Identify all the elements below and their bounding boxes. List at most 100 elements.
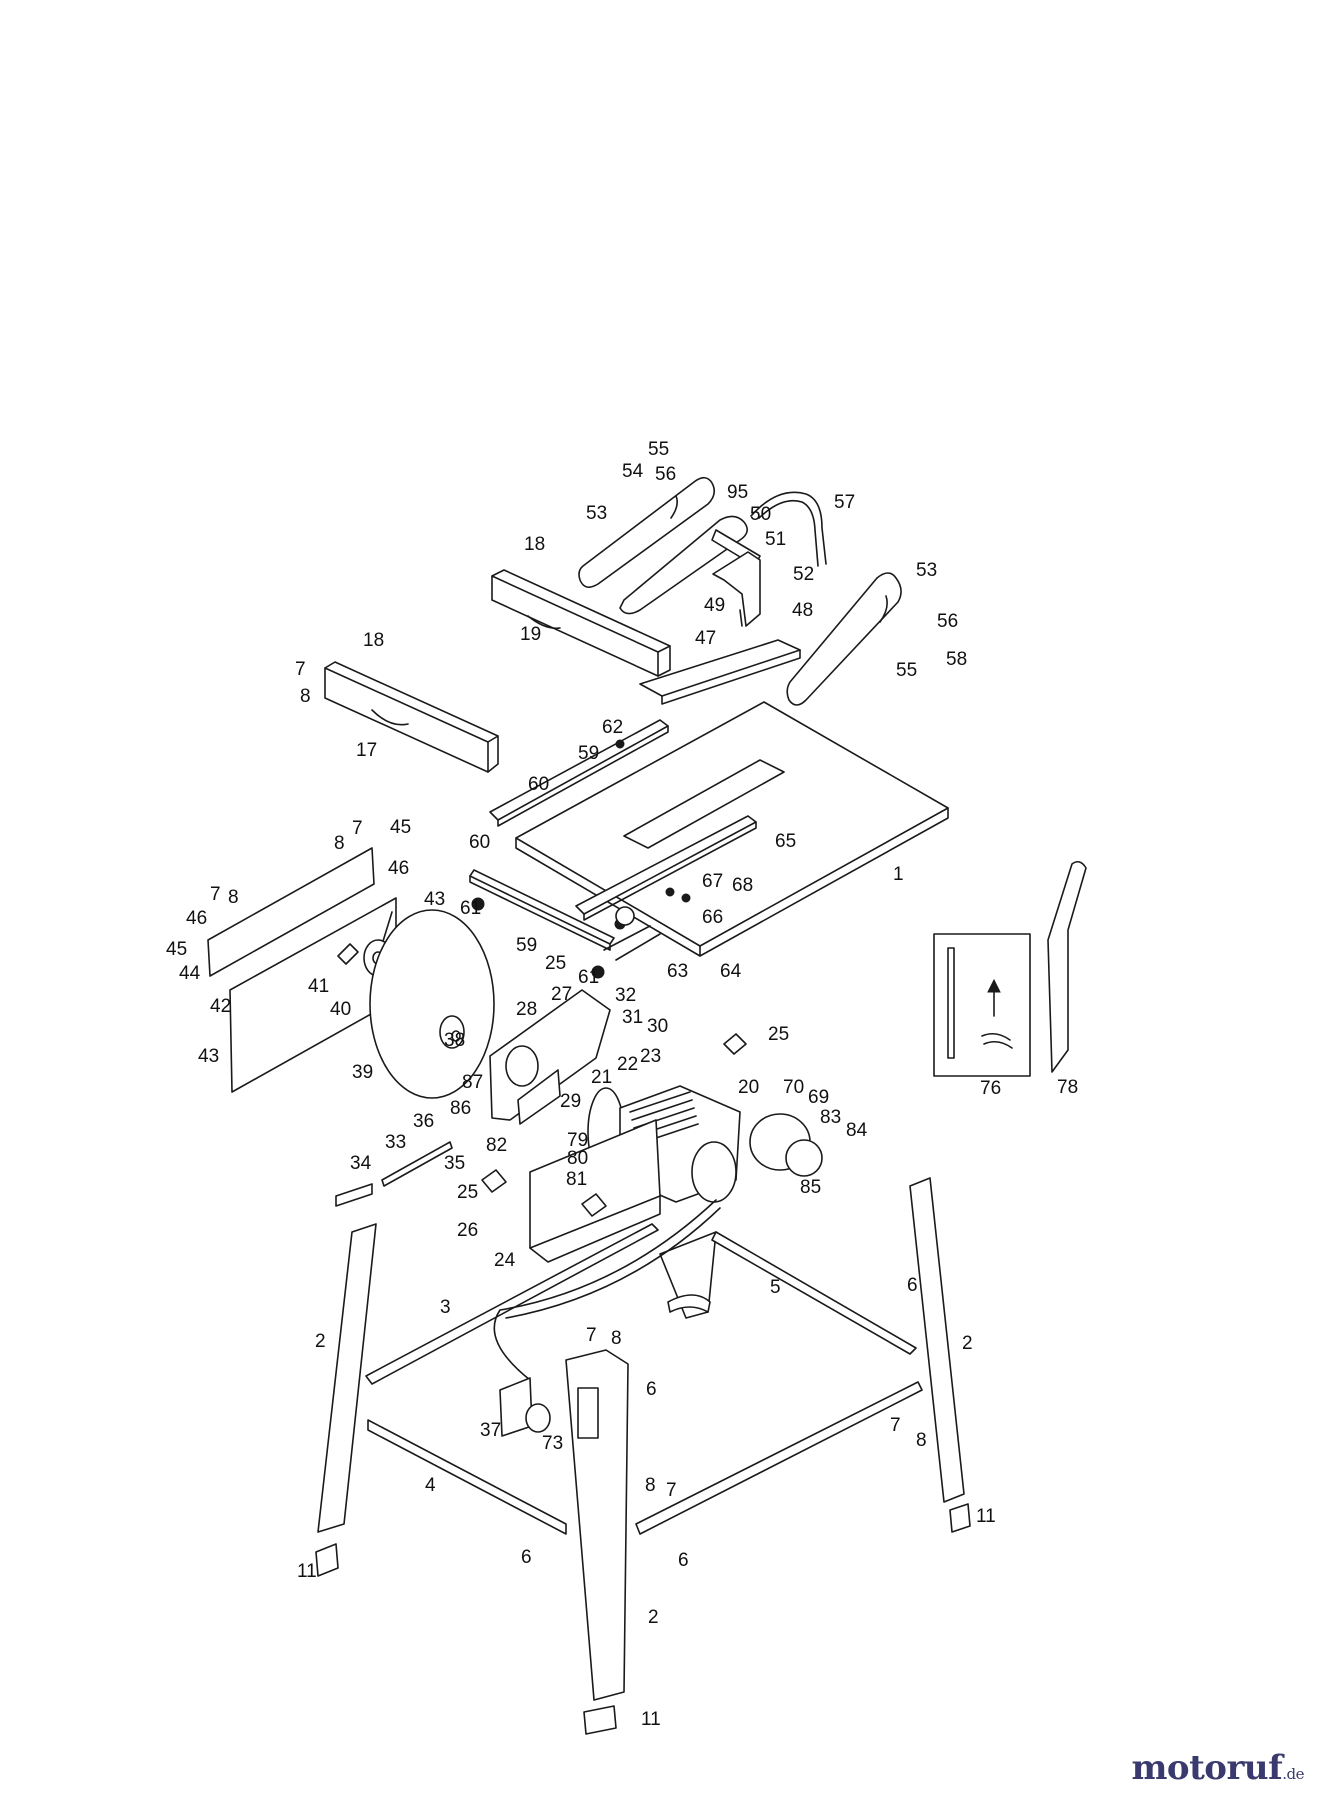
part-label-l3: 3 [440, 1297, 451, 1318]
part-label-l25b: 25 [768, 1024, 789, 1045]
part-label-l11a: 11 [976, 1506, 996, 1527]
part-label-l61b: 61 [578, 967, 599, 988]
part-label-l20: 20 [738, 1077, 759, 1098]
part-label-l53a: 53 [586, 503, 607, 524]
part-label-l6c: 6 [521, 1547, 532, 1568]
part-label-l55a: 55 [648, 439, 669, 460]
part-label-l76: 76 [980, 1078, 1001, 1099]
part-label-l7f: 7 [666, 1480, 677, 1501]
part-label-l7d: 7 [586, 1325, 597, 1346]
part-label-l69: 69 [808, 1087, 829, 1108]
part-label-l27: 27 [551, 984, 572, 1005]
part-label-l42: 42 [210, 996, 231, 1017]
power-cord [493, 1199, 721, 1381]
part-label-l11b: 11 [297, 1561, 317, 1582]
part-label-l67: 67 [702, 871, 723, 892]
part-label-l18b: 18 [363, 630, 384, 651]
part-label-l56a: 56 [655, 464, 676, 485]
part-label-l66: 66 [702, 907, 723, 928]
riving-knife-78 [1047, 860, 1087, 1073]
part-label-l59a: 59 [578, 743, 599, 764]
part-label-l7e: 7 [890, 1415, 901, 1436]
part-label-l58: 58 [946, 649, 967, 670]
part-label-l25c: 25 [457, 1182, 478, 1203]
motoruf-watermark: motoruf.de [1131, 1748, 1304, 1788]
part-label-l24: 24 [494, 1250, 516, 1271]
part-label-l6b: 6 [646, 1379, 657, 1400]
motor-mount-plate-28 [489, 989, 611, 1125]
part-label-l51: 51 [765, 529, 786, 550]
part-label-l6a: 6 [907, 1275, 918, 1296]
part-label-l80: 80 [567, 1148, 588, 1169]
part-label-l61a: 61 [460, 898, 481, 919]
part-label-l32: 32 [615, 985, 636, 1006]
part-label-l45a: 45 [390, 817, 411, 838]
part-label-l70: 70 [783, 1077, 804, 1098]
part-label-l60a: 60 [528, 774, 549, 795]
part-label-l95: 95 [727, 482, 748, 503]
brace-5 [711, 1231, 917, 1355]
part-label-l78: 78 [1057, 1077, 1078, 1098]
leg-2-right [909, 1177, 965, 1503]
part-label-l36: 36 [413, 1111, 434, 1132]
part-label-l83: 83 [820, 1107, 841, 1128]
part-label-l1: 1 [893, 864, 904, 885]
rack-33 [381, 1141, 453, 1187]
part-label-l45b: 45 [166, 939, 187, 960]
part-label-l46a: 46 [388, 858, 409, 879]
knob-25-handles [481, 1033, 747, 1217]
part-label-l23: 23 [640, 1046, 661, 1067]
part-label-l82: 82 [486, 1135, 507, 1156]
part-label-l43a: 43 [424, 889, 445, 910]
part-label-l84: 84 [846, 1120, 868, 1141]
part-label-l56b: 56 [937, 611, 958, 632]
rail-65 [575, 815, 757, 921]
part-label-l50: 50 [750, 504, 771, 525]
part-label-l60b: 60 [469, 832, 490, 853]
riving-knife-bracket [712, 551, 761, 627]
part-label-l2a: 2 [315, 1331, 326, 1352]
motor-cap-70 [749, 1113, 823, 1177]
feet-11 [315, 1294, 971, 1735]
small-parts-table [471, 739, 691, 979]
part-label-l59b: 59 [516, 935, 537, 956]
part-label-l41: 41 [308, 976, 329, 997]
part-label-l86: 86 [450, 1098, 471, 1119]
part-label-l7b: 7 [352, 818, 363, 839]
part-label-l53b: 53 [916, 560, 937, 581]
part-label-l46b: 46 [186, 908, 207, 929]
part-label-l65: 65 [775, 831, 796, 852]
part-label-l7c: 7 [210, 884, 221, 905]
part-label-l4: 4 [425, 1475, 436, 1496]
part-label-l73: 73 [542, 1433, 563, 1454]
trunnion-24 [529, 1119, 661, 1263]
part-label-l44: 44 [179, 963, 201, 984]
part-label-l34: 34 [350, 1153, 372, 1174]
watermark-main: motoruf [1131, 1748, 1283, 1788]
brace-front-right [635, 1381, 923, 1535]
left-extension-17 [324, 661, 499, 773]
part-label-l68: 68 [732, 875, 753, 896]
part-label-l55b: 55 [896, 660, 917, 681]
fence-63 [603, 925, 661, 961]
leg-2-left [317, 1223, 377, 1533]
part-label-l17: 17 [356, 740, 377, 761]
switch-37 [499, 1377, 551, 1437]
part-label-l57: 57 [834, 492, 855, 513]
rear-extension-19 [491, 569, 671, 677]
part-label-l54: 54 [622, 461, 644, 482]
part-label-l18a: 18 [524, 534, 545, 555]
watermark-tld: .de [1282, 1765, 1304, 1783]
part-label-l8b: 8 [334, 833, 345, 854]
part-label-l26: 26 [457, 1220, 478, 1241]
blade-guard-hood [750, 491, 827, 567]
brace-4 [367, 1419, 567, 1535]
part-label-l63: 63 [667, 961, 688, 982]
side-panel-44 [207, 847, 375, 977]
part-label-l25a: 25 [545, 953, 566, 974]
part-label-l37: 37 [480, 1420, 501, 1441]
part-label-l39: 39 [352, 1062, 373, 1083]
saw-blade-39 [369, 909, 495, 1099]
part-label-l22: 22 [617, 1054, 638, 1075]
